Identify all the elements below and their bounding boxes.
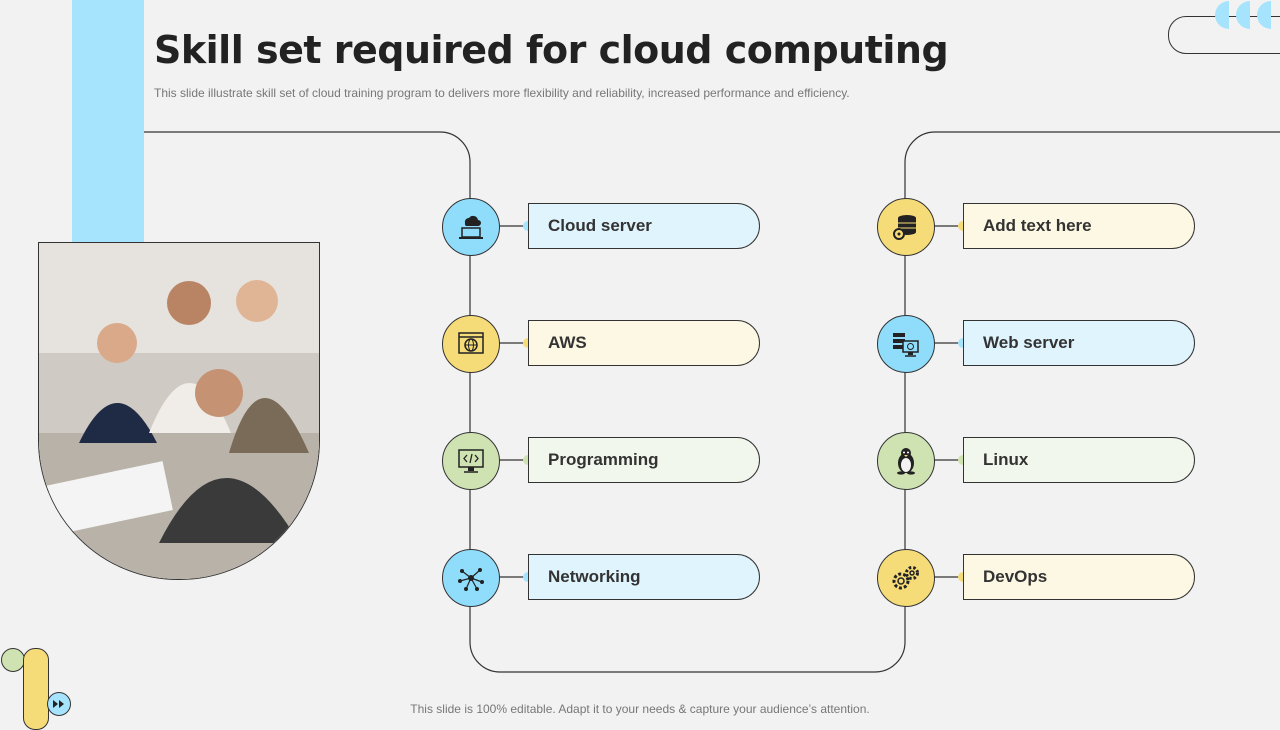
decorative-yellow-pill [23,648,49,730]
skill-node-web-server [877,315,935,373]
skill-node-add-text [877,198,935,256]
code-monitor-icon [458,449,484,473]
server-monitor-icon [893,333,919,357]
skill-label: Linux [983,450,1029,469]
slide-footer: This slide is 100% editable. Adapt it to… [410,702,870,716]
database-gear-icon [893,215,916,240]
decorative-half-circle [1236,1,1250,29]
skill-node-networking [442,549,500,607]
skill-label: AWS [548,333,587,352]
skill-node-aws [442,315,500,373]
skill-node-cloud-server [442,198,500,256]
skill-item-add-text: Add text here [963,203,1195,249]
gears-icon [892,566,919,590]
skill-label: Cloud server [548,216,652,235]
skill-label: Programming [548,450,659,469]
decorative-blue-bar [72,0,144,242]
slide-title: Skill set required for cloud computing [154,28,949,72]
skill-node-programming [442,432,500,490]
network-nodes-icon [458,568,484,591]
skill-label: Add text here [983,216,1092,235]
skill-item-web-server: Web server [963,320,1195,366]
skill-label: DevOps [983,567,1048,586]
decorative-green-circle [1,648,25,672]
penguin-icon [897,448,915,475]
skill-label: Web server [983,333,1075,352]
decorative-half-circle [1215,1,1229,29]
slide-subtitle: This slide illustrate skill set of cloud… [154,86,850,100]
decorative-half-circle [1257,1,1271,29]
skill-item-linux: Linux [963,437,1195,483]
skill-label: Networking [548,567,641,586]
skill-item-aws: AWS [528,320,760,366]
team-photo [38,242,320,580]
skill-item-networking: Networking [528,554,760,600]
skill-node-linux [877,432,935,490]
cloud-laptop-icon [459,215,483,239]
globe-monitor-icon [458,332,484,354]
skill-node-devops [877,549,935,607]
fast-forward-icon [47,692,71,716]
skill-item-programming: Programming [528,437,760,483]
skill-item-devops: DevOps [963,554,1195,600]
skill-item-cloud-server: Cloud server [528,203,760,249]
